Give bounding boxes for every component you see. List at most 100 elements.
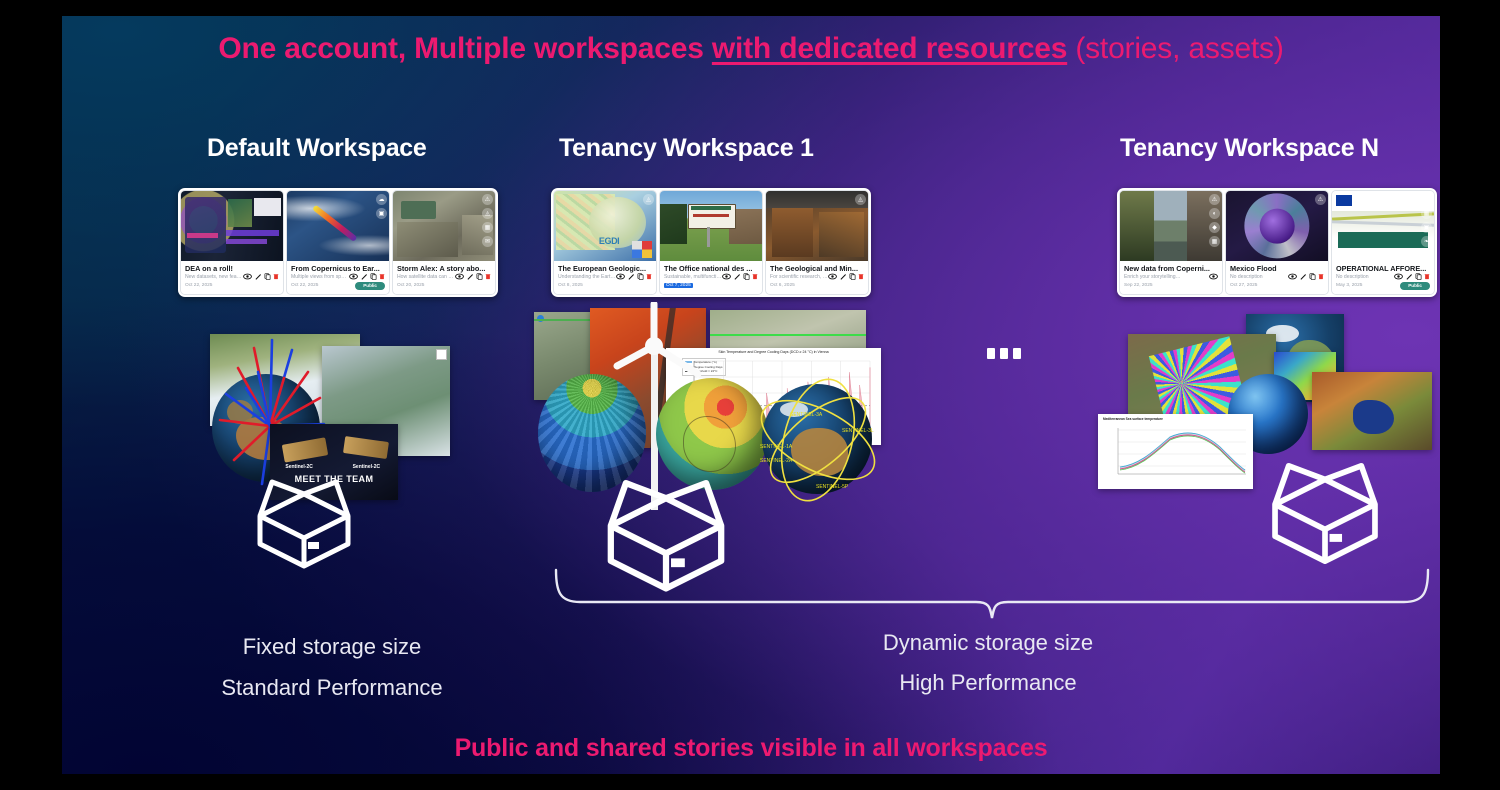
- story-actions: [243, 272, 279, 281]
- story-card[interactable]: ☁ ▣ From Copernicus to Ear... Multiple v…: [286, 190, 390, 296]
- alert-icon[interactable]: ⚠: [1209, 194, 1220, 205]
- story-card[interactable]: DEA on a roll! New datasets, new featu..…: [180, 190, 284, 296]
- layers-icon[interactable]: ◬: [855, 194, 866, 205]
- eye-icon[interactable]: [616, 272, 625, 281]
- headline-part-2: (stories, assets): [1067, 32, 1284, 65]
- close-icon[interactable]: ✕: [1421, 194, 1432, 205]
- trash-icon[interactable]: [485, 272, 491, 281]
- pencil-icon[interactable]: [839, 272, 847, 281]
- story-date: Oct 7, 2025: [664, 283, 693, 289]
- story-actions: [1209, 272, 1218, 281]
- story-subtitle: Sustainable, multifunctio...: [664, 274, 722, 281]
- story-card[interactable]: ⚠ ◐ ◆ ▦ New data from Coperni... Enrich …: [1119, 190, 1223, 296]
- story-subtitle: No description: [1230, 274, 1263, 281]
- story-title: New data from Coperni...: [1124, 264, 1210, 273]
- eye-icon[interactable]: [828, 272, 837, 281]
- eye-icon[interactable]: [243, 272, 252, 281]
- eye-icon[interactable]: [1209, 272, 1218, 281]
- headline-emphasis: with dedicated resources: [711, 32, 1068, 65]
- footer-note: Public and shared stories visible in all…: [454, 734, 1048, 762]
- copy-icon[interactable]: [743, 272, 750, 281]
- alert-icon[interactable]: ⚠: [482, 194, 493, 205]
- note-fixed-storage: Fixed storage size: [242, 634, 422, 659]
- story-actions: [349, 272, 385, 281]
- workspace-title-tenancy-n: Tenancy Workspace N: [1120, 134, 1379, 162]
- story-actions: [455, 272, 491, 281]
- story-thumbnail: ⚠: [1226, 191, 1328, 261]
- orbit-globe-asset: [762, 384, 872, 494]
- chart-icon[interactable]: ▦: [1421, 208, 1432, 219]
- image-icon[interactable]: ▣: [376, 208, 387, 219]
- orbit-label: SENTINEL-3L: [842, 428, 874, 434]
- copy-icon[interactable]: [476, 272, 483, 281]
- copy-icon[interactable]: [849, 272, 856, 281]
- story-actions: [828, 272, 864, 281]
- pencil-icon[interactable]: [466, 272, 474, 281]
- chart-icon[interactable]: ▦: [482, 222, 493, 233]
- trash-icon[interactable]: [1318, 272, 1324, 281]
- drop-icon[interactable]: ◆: [1209, 222, 1220, 233]
- chart-title: Skin Temperature and Degree Cooling Days…: [718, 350, 829, 354]
- thumbnail-icons: ◬: [643, 194, 654, 205]
- trash-icon[interactable]: [752, 272, 758, 281]
- copy-icon[interactable]: [1415, 272, 1422, 281]
- image-icon[interactable]: ▣: [1421, 222, 1432, 233]
- orbit-rings: SENTINEL-3A SENTINEL-1A SENTINEL-2A SENT…: [760, 378, 876, 502]
- trash-icon[interactable]: [273, 272, 279, 281]
- orbit-label: SENTINEL-1A: [760, 444, 793, 450]
- story-meta-row: Oct 22, 2025 Public: [291, 281, 385, 290]
- trash-icon[interactable]: [646, 272, 652, 281]
- asset-cluster-default: Sentinel-2C Sentinel-2C MEET THE TEAM: [152, 316, 482, 576]
- story-date: Oct 20, 2025: [397, 283, 425, 289]
- story-actions: [722, 272, 758, 281]
- story-meta-row: Oct 27, 2025: [1230, 281, 1324, 290]
- story-card[interactable]: ⚠ Mexico Flood No description Oct 27, 20…: [1225, 190, 1329, 296]
- pencil-icon[interactable]: [360, 272, 368, 281]
- leaf-icon[interactable]: ❧: [1421, 236, 1432, 247]
- story-card[interactable]: EGDI ◬ The European Geologic... Understa…: [553, 190, 657, 296]
- eye-icon[interactable]: [722, 272, 731, 281]
- chart-legend-item: Threshold = 24°C: [694, 369, 718, 373]
- cloud-icon[interactable]: ☁: [376, 194, 387, 205]
- story-card[interactable]: ◬ The Geological and Min... For scientif…: [765, 190, 869, 296]
- pencil-icon[interactable]: [627, 272, 635, 281]
- story-card[interactable]: The Office national des ... Sustainable,…: [659, 190, 763, 296]
- chart-icon[interactable]: ▦: [1209, 236, 1220, 247]
- layers-icon[interactable]: ◬: [482, 208, 493, 219]
- note-high-performance: High Performance: [899, 670, 1077, 695]
- trash-icon[interactable]: [1424, 272, 1430, 281]
- copy-icon[interactable]: [264, 272, 271, 281]
- alert-icon[interactable]: ⚠: [1315, 194, 1326, 205]
- more-workspaces-ellipsis: [987, 348, 1021, 359]
- story-meta-row: Oct 6, 2025: [770, 281, 864, 290]
- trash-icon[interactable]: [858, 272, 864, 281]
- eye-icon[interactable]: [349, 272, 358, 281]
- story-meta-row: Oct 20, 2025: [397, 281, 491, 290]
- climate-globe-asset: [656, 378, 768, 490]
- note-standard-performance: Standard Performance: [221, 675, 443, 700]
- pencil-icon[interactable]: [1299, 272, 1307, 281]
- story-thumbnail: ✕ ▦ ▣ ❧: [1332, 191, 1434, 261]
- mail-icon[interactable]: ✉: [482, 236, 493, 247]
- story-subtitle: For scientific research, ex...: [770, 274, 828, 281]
- layers-icon[interactable]: ◬: [643, 194, 654, 205]
- eye-icon[interactable]: [1394, 272, 1403, 281]
- story-date: Oct 22, 2025: [185, 283, 213, 289]
- headline-part-1: One account, Multiple workspaces: [218, 32, 712, 65]
- wind-turbine-asset: [613, 302, 702, 510]
- story-card[interactable]: ✕ ▦ ▣ ❧ OPERATIONAL AFFORE... No descrip…: [1331, 190, 1435, 296]
- pencil-icon[interactable]: [1405, 272, 1413, 281]
- copy-icon[interactable]: [370, 272, 377, 281]
- trash-icon[interactable]: [379, 272, 385, 281]
- moon-icon[interactable]: ◐: [1209, 208, 1220, 219]
- pencil-icon[interactable]: [733, 272, 741, 281]
- eye-icon[interactable]: [455, 272, 464, 281]
- story-card[interactable]: ⚠ ◬ ▦ ✉ Storm Alex: A story abo... How s…: [392, 190, 496, 296]
- story-meta-row: Oct 8, 2025: [558, 281, 652, 290]
- copy-icon[interactable]: [1309, 272, 1316, 281]
- eye-icon[interactable]: [1288, 272, 1297, 281]
- pencil-icon[interactable]: [254, 272, 262, 281]
- thumbnail-icons: ☁ ▣: [376, 194, 387, 219]
- copy-icon[interactable]: [637, 272, 644, 281]
- story-date: Oct 8, 2025: [558, 283, 583, 289]
